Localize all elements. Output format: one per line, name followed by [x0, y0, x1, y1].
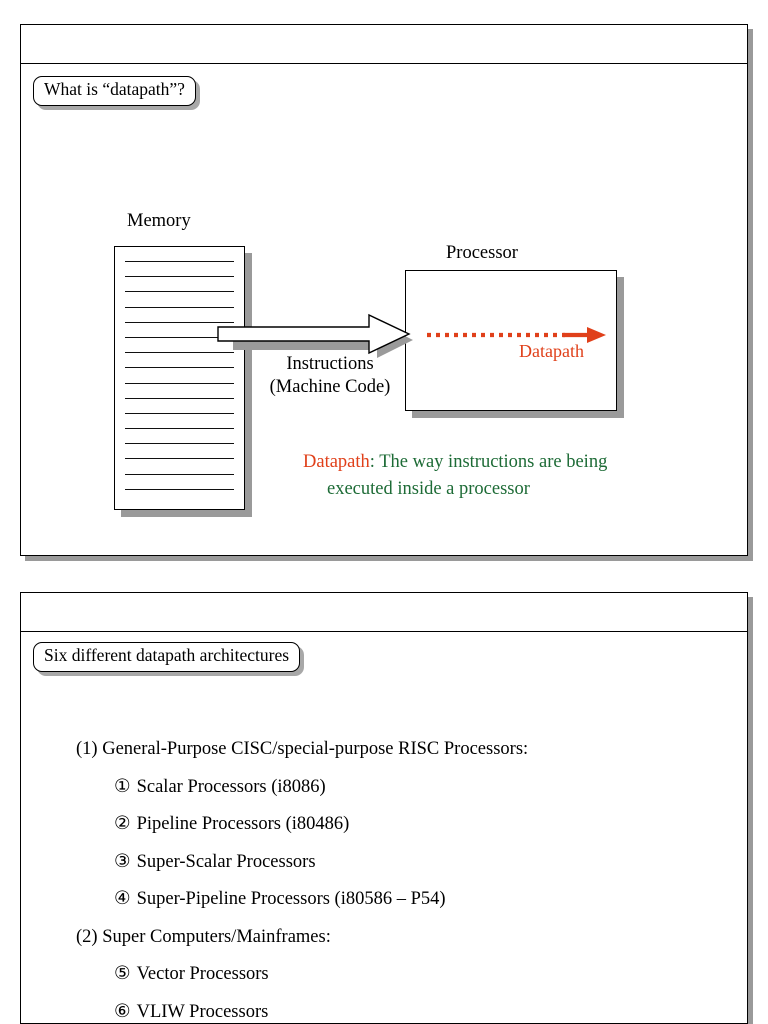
- architecture-item-label: Pipeline Processors (i80486): [136, 814, 350, 834]
- memory-row-line: [125, 412, 234, 414]
- slide-2: Six different datapath architectures (1)…: [20, 592, 748, 1024]
- circled-number-icon: ②: [114, 814, 131, 834]
- memory-row-line: [125, 291, 234, 293]
- circled-number-icon: ⑤: [114, 964, 131, 984]
- memory-row-line: [125, 443, 234, 445]
- datapath-diagram: Memory Processor Datapat: [21, 25, 747, 555]
- caption-line2: executed inside a processor: [327, 478, 530, 499]
- architecture-item-label: VLIW Processors: [136, 1001, 269, 1022]
- processor-label: Processor: [446, 243, 518, 263]
- memory-row-line: [125, 367, 234, 369]
- memory-row-line: [125, 382, 234, 384]
- circled-number-icon: ④: [114, 889, 131, 909]
- architecture-group-heading: (2) Super Computers/Mainframes:: [76, 926, 737, 947]
- datapath-definition-caption: Datapath: The way instructions are being…: [303, 449, 683, 503]
- memory-row-line: [125, 321, 234, 323]
- architecture-item-label: Super-Pipeline Processors (i80586 – P54): [136, 889, 446, 909]
- group-heading-label: Super Computers/Mainframes:: [102, 926, 331, 947]
- memory-row-line: [125, 261, 234, 262]
- memory-row-line: [125, 488, 234, 490]
- slide-1-title-plaque: What is “datapath”?: [33, 76, 196, 106]
- caption-separator: :: [369, 452, 380, 472]
- memory-row-line: [125, 352, 234, 354]
- processor-box: [405, 270, 617, 411]
- instructions-label-line1: Instructions: [286, 354, 374, 374]
- circled-number-icon: ①: [114, 776, 131, 797]
- memory-row-line: [125, 336, 234, 338]
- memory-row-line: [125, 276, 234, 278]
- dotted-arrow-right-icon: [425, 324, 609, 346]
- instructions-label-line2: (Machine Code): [269, 377, 391, 398]
- slide-2-title-plaque: Six different datapath architectures: [33, 642, 301, 672]
- datapath-arrow-label: Datapath: [519, 341, 584, 361]
- caption-line1: The way instructions are being: [379, 452, 608, 472]
- memory-row-line: [125, 458, 234, 460]
- slide-2-header-divider: [21, 631, 747, 632]
- caption-term: Datapath: [303, 452, 370, 472]
- group-heading-label: General-Purpose CISC/special-purpose RIS…: [102, 739, 529, 759]
- architecture-item-label: Scalar Processors (i8086): [136, 776, 326, 797]
- memory-row-line: [125, 473, 234, 475]
- memory-label: Memory: [127, 211, 191, 231]
- architecture-group-heading: (1) General-Purpose CISC/special-purpose…: [76, 740, 737, 759]
- circled-number-icon: ⑥: [114, 1001, 131, 1022]
- slide-2-header-strip: [21, 593, 747, 631]
- memory-row-line: [125, 397, 234, 399]
- circled-number-icon: ③: [114, 851, 131, 872]
- instructions-label: Instructions (Machine Code): [250, 353, 410, 399]
- block-arrow-right-icon: [217, 313, 415, 359]
- memory-row-line: [125, 428, 234, 430]
- group-number: (1): [76, 739, 103, 759]
- memory-box: [114, 246, 245, 510]
- memory-row-line: [125, 306, 234, 308]
- architecture-item-label: Vector Processors: [136, 964, 269, 984]
- architecture-list: (1) General-Purpose CISC/special-purpose…: [76, 740, 737, 1024]
- slide-1-header-divider: [21, 63, 747, 64]
- slide-1: What is “datapath”? Memory Processor: [20, 24, 748, 556]
- memory-row-lines: [125, 261, 234, 504]
- group-number: (2): [76, 926, 103, 947]
- architecture-item-label: Super-Scalar Processors: [136, 851, 316, 872]
